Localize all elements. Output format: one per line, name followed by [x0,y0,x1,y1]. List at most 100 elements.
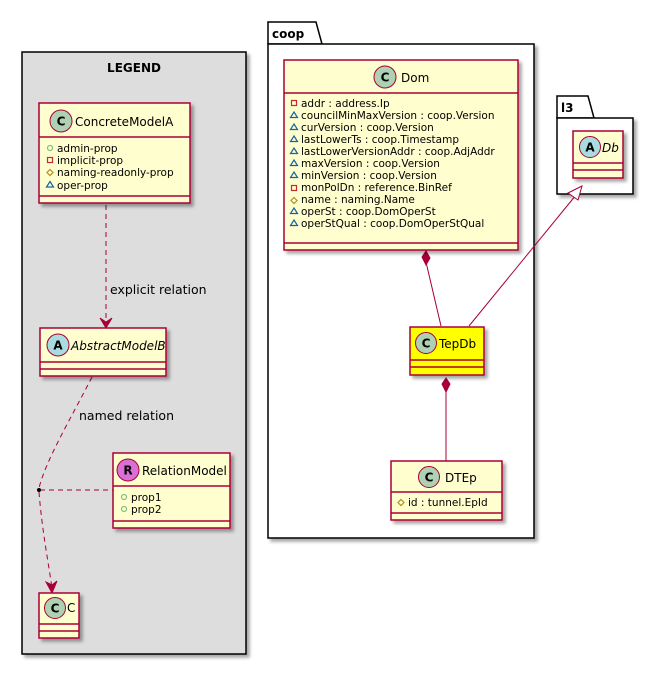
legend-title: LEGEND [107,61,161,75]
private-marker-icon [290,184,298,192]
attr-row: operStQual : coop.DomOperStQual [289,218,484,230]
stereo-letter: A [53,339,63,353]
attr-row: naming-readonly-prop [46,167,174,179]
explicit-relation-arrowhead [99,317,113,329]
attr-text: implicit-prop [57,155,123,167]
attr-text: councilMinMaxVersion : coop.Version [301,110,495,122]
attr-row: councilMinMaxVersion : coop.Version [289,110,495,122]
private-marker-icon [290,99,298,107]
abstract-a-icon [46,333,70,357]
named-relation-label: named relation [79,408,174,423]
class-name: Db [602,141,619,155]
class-relation-model[interactable]: R RelationModel prop1 prop2 [112,452,231,529]
private-marker-icon [46,156,54,164]
attr-row: admin-prop [46,143,118,155]
association-point [37,488,41,492]
dom-composition-diamond [421,250,431,267]
attr-row: addr : address.Ip [290,98,390,110]
attr-row: implicit-prop [46,155,123,167]
public-marker-icon [120,505,128,513]
class-c[interactable]: C C [38,592,80,639]
stereo-letter: C [57,115,66,129]
package-marker-icon [289,110,299,119]
class-dom[interactable]: C Dom addr : address.Ip councilMinMaxVer… [283,59,519,251]
attr-row: curVersion : coop.Version [289,122,434,134]
edges [38,185,583,595]
class-name: DTEp [445,471,477,485]
stereo-letter: A [585,141,595,155]
package-marker-icon [289,158,299,167]
named-relation-edge-lower [38,491,53,589]
package-marker-icon [289,146,299,155]
attr-row: prop2 [120,504,162,516]
attr-row: id : tunnel.EpId [397,497,488,509]
class-c-icon [415,332,437,354]
attr-row: lastLowerVersionAddr : coop.AdjAddr [289,146,495,158]
attr-row: prop1 [120,492,162,504]
attr-text: curVersion : coop.Version [301,122,434,134]
public-marker-icon [46,144,54,152]
protected-marker-icon [46,168,54,177]
attr-text: naming-readonly-prop [57,167,174,179]
attr-text: monPolDn : reference.BinRef [301,182,452,194]
protected-marker-icon [397,498,405,507]
public-marker-icon [120,493,128,501]
attr-text: lastLowerTs : coop.Timestamp [301,134,459,146]
class-c-icon [373,65,397,89]
attr-list: addr : address.Ip councilMinMaxVersion :… [289,98,495,230]
class-db[interactable]: A Db [572,130,624,179]
tepdb-composition-diamond [441,377,451,394]
attr-text: prop1 [131,492,162,504]
explicit-relation-label: explicit relation [110,282,207,297]
attr-list: admin-prop implicit-prop naming-readonly… [45,143,174,192]
attr-text: oper-prop [57,180,108,192]
attr-text: maxVersion : coop.Version [301,158,440,170]
attr-text: prop2 [131,504,162,516]
tepdb-db-edge [468,194,577,327]
package-marker-icon [289,206,299,215]
package-marker-icon [289,170,299,179]
named-relation-edge-upper [38,376,93,489]
class-name: TepDb [438,337,476,351]
attr-text: id : tunnel.EpId [408,497,488,509]
coop-title: coop [272,27,305,41]
abstract-a-icon [579,136,601,158]
package-marker-icon [289,218,299,227]
stereo-letter: C [381,71,390,85]
attr-row: monPolDn : reference.BinRef [290,182,452,194]
package-marker-icon [289,134,299,143]
class-name: RelationModel [142,464,227,478]
class-d-tep[interactable]: C DTEp id : tunnel.EpId [390,460,503,521]
attr-text: addr : address.Ip [301,98,390,110]
class-name: Dom [401,71,429,85]
stereo-letter: C [51,602,60,616]
attr-row: maxVersion : coop.Version [289,158,440,170]
package-marker-icon [289,122,299,131]
class-tep-db[interactable]: C TepDb [409,326,485,376]
attr-list: prop1 prop2 [120,492,162,516]
stereo-letter: C [422,337,431,351]
stereo-letter: R [123,464,132,478]
named-relation-arrowhead [44,580,58,595]
attr-text: name : naming.Name [301,194,415,206]
attr-row: oper-prop [45,180,108,192]
class-c-icon [49,109,73,133]
relation-r-icon [116,458,140,482]
dom-tepdb-edge [425,261,442,327]
protected-marker-icon [290,196,298,205]
class-name: C [67,601,75,615]
attr-text: lastLowerVersionAddr : coop.AdjAddr [301,146,495,158]
class-concrete-model-a[interactable]: C ConcreteModelA admin-prop implicit-pro… [38,102,191,204]
class-abstract-model-b[interactable]: A AbstractModelB [39,327,167,377]
attr-text: operStQual : coop.DomOperStQual [301,218,484,230]
package-marker-icon [45,180,55,188]
l3-title: l3 [561,101,573,115]
attr-row: operSt : coop.DomOperSt [289,206,436,218]
stereo-letter: C [425,471,434,485]
attr-row: lastLowerTs : coop.Timestamp [289,134,459,146]
attr-list: id : tunnel.EpId [397,497,488,509]
attr-text: admin-prop [57,143,118,155]
class-c-icon [418,466,440,488]
generalization-arrowhead [567,185,583,201]
